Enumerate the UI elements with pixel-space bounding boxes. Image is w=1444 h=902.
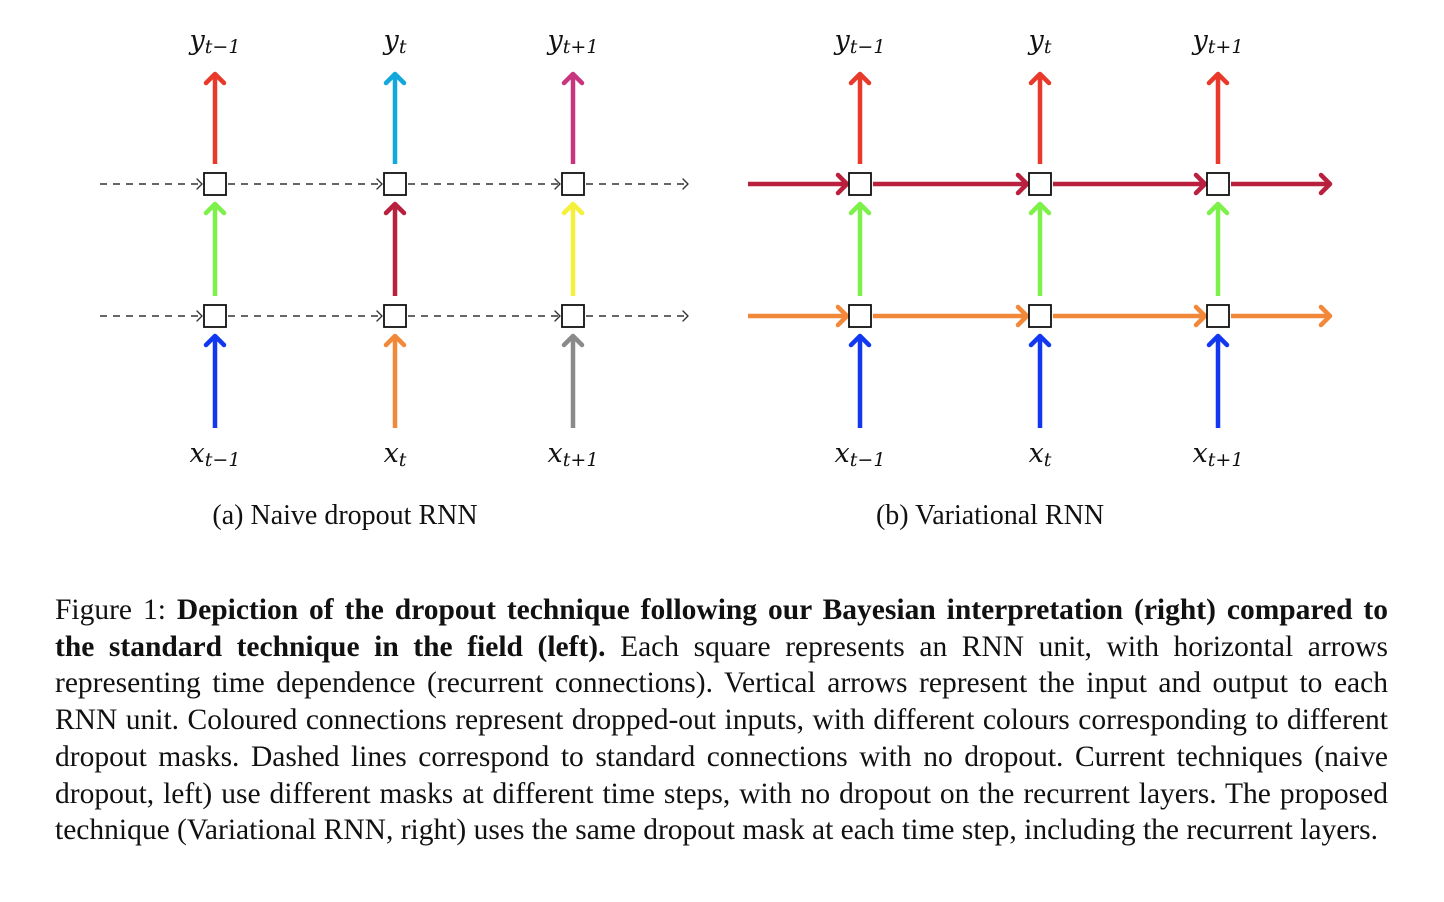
output-label-2: yt+1 bbox=[1192, 25, 1244, 58]
input-arrow-0-head bbox=[848, 333, 872, 348]
panel-naive-dropout: yt−1 xt−1 yt xt yt+1 xt+1 bbox=[100, 25, 689, 471]
rnn-unit-bottom-0 bbox=[203, 304, 227, 328]
recurrent-arrow-bottom-1-head bbox=[376, 310, 383, 322]
input-arrow-1-head bbox=[383, 333, 407, 348]
input-label-0: xt−1 bbox=[835, 438, 886, 471]
output-arrow-2-head bbox=[561, 71, 585, 86]
recurrent-arrow-top-2-head bbox=[1193, 172, 1208, 196]
caption-label: Figure 1: bbox=[55, 594, 177, 626]
input-arrow-0-head bbox=[203, 333, 227, 348]
panel-b-caption: (b) Variational RNN bbox=[876, 500, 1104, 531]
input-label-2: xt+1 bbox=[1193, 438, 1244, 471]
input-label-1: xt bbox=[1029, 438, 1052, 471]
rnn-unit-top-2 bbox=[1206, 172, 1230, 196]
recurrent-arrow-bottom-0-head bbox=[196, 310, 203, 322]
recurrent-arrow-top-end-head bbox=[682, 178, 689, 190]
output-arrow-2-head bbox=[1206, 71, 1230, 86]
rnn-unit-top-0 bbox=[203, 172, 227, 196]
layer-arrow-1-head bbox=[383, 201, 407, 216]
layer-arrow-0-head bbox=[203, 201, 227, 216]
input-label-1: xt bbox=[384, 438, 407, 471]
output-label-1: yt bbox=[383, 25, 407, 58]
figure-caption: Figure 1: Depiction of the dropout techn… bbox=[55, 592, 1388, 849]
input-label-0: xt−1 bbox=[190, 438, 241, 471]
recurrent-arrow-bottom-1-head bbox=[1015, 304, 1030, 328]
layer-arrow-2-head bbox=[1206, 201, 1230, 216]
layer-arrow-2-head bbox=[561, 201, 585, 216]
input-arrow-1-head bbox=[1028, 333, 1052, 348]
output-arrow-1-head bbox=[1028, 71, 1052, 86]
panel-a-caption: (a) Naive dropout RNN bbox=[212, 500, 477, 531]
input-arrow-2-head bbox=[1206, 333, 1230, 348]
rnn-unit-bottom-1 bbox=[1028, 304, 1052, 328]
rnn-unit-bottom-2 bbox=[1206, 304, 1230, 328]
output-arrow-0-head bbox=[848, 71, 872, 86]
output-arrow-0-head bbox=[203, 71, 227, 86]
recurrent-arrow-top-end-head bbox=[1318, 172, 1333, 196]
rnn-unit-bottom-0 bbox=[848, 304, 872, 328]
rnn-unit-top-2 bbox=[561, 172, 585, 196]
recurrent-arrow-bottom-0-head bbox=[835, 304, 850, 328]
figure-diagram: yt−1 xt−1 yt xt yt+1 xt+1 yt−1 xt−1 yt xt yt+1 xt+… bbox=[100, 25, 1333, 531]
recurrent-arrow-bottom-end-head bbox=[682, 310, 689, 322]
output-label-0: yt−1 bbox=[189, 25, 241, 58]
recurrent-arrow-top-2-head bbox=[554, 178, 561, 190]
recurrent-arrow-bottom-2-head bbox=[1193, 304, 1208, 328]
layer-arrow-0-head bbox=[848, 201, 872, 216]
panel-variational: yt−1 xt−1 yt xt yt+1 xt+1 bbox=[748, 25, 1333, 471]
recurrent-arrow-bottom-end-head bbox=[1318, 304, 1333, 328]
rnn-unit-bottom-2 bbox=[561, 304, 585, 328]
rnn-unit-bottom-1 bbox=[383, 304, 407, 328]
input-arrow-2-head bbox=[561, 333, 585, 348]
recurrent-arrow-top-0-head bbox=[196, 178, 203, 190]
layer-arrow-1-head bbox=[1028, 201, 1052, 216]
output-label-0: yt−1 bbox=[834, 25, 886, 58]
recurrent-arrow-bottom-2-head bbox=[554, 310, 561, 322]
output-label-1: yt bbox=[1028, 25, 1052, 58]
output-arrow-1-head bbox=[383, 71, 407, 86]
rnn-unit-top-1 bbox=[383, 172, 407, 196]
caption-text: Each square represents an RNN unit, with… bbox=[55, 630, 1389, 847]
caption-bold: Depiction of the dropout technique follo… bbox=[55, 594, 1388, 663]
output-label-2: yt+1 bbox=[547, 25, 599, 58]
recurrent-arrow-top-1-head bbox=[1015, 172, 1030, 196]
rnn-unit-top-1 bbox=[1028, 172, 1052, 196]
rnn-unit-top-0 bbox=[848, 172, 872, 196]
recurrent-arrow-top-0-head bbox=[835, 172, 850, 196]
input-label-2: xt+1 bbox=[548, 438, 599, 471]
recurrent-arrow-top-1-head bbox=[376, 178, 383, 190]
